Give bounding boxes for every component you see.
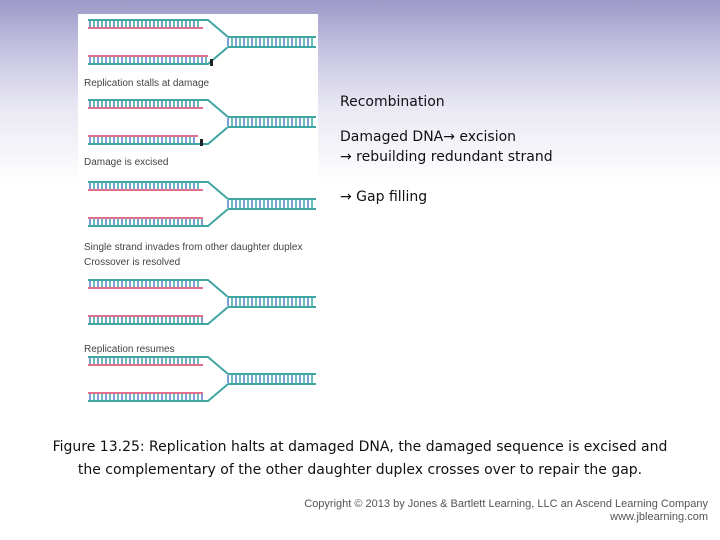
panel-stalls-damage-mark	[210, 59, 213, 66]
arrow-icon: →	[443, 129, 455, 145]
caption-stalls: Replication stalls at damage	[82, 78, 212, 89]
panel-stalls-upper-template	[88, 19, 229, 38]
note-rebuilding-text: rebuilding redundant strand	[351, 149, 553, 165]
panel-crossover-lower-template	[88, 306, 229, 325]
panel-resumes-upper-template	[88, 356, 229, 375]
copyright-line: Copyright © 2013 by Jones & Bartlett Lea…	[304, 498, 708, 510]
figure-caption: Figure 13.25: Replication halts at damag…	[20, 436, 700, 482]
note-recombination: Recombination	[340, 94, 445, 110]
caption-crossover: Crossover is resolved	[82, 257, 183, 268]
panel-excised-damage-mark	[200, 139, 203, 146]
figure-caption-line-2: the complementary of the other daughter …	[77, 462, 643, 478]
replication-figure: Replication stalls at damage Damage is e…	[78, 14, 318, 414]
note-excision-text: excision	[454, 129, 517, 145]
caption-invades: Single strand invades from other daughte…	[82, 242, 305, 253]
replication-diagram	[88, 19, 316, 402]
caption-excised: Damage is excised	[82, 157, 171, 168]
panel-excised-lower-template	[88, 126, 229, 145]
note-damaged-dna: Damaged DNA	[340, 129, 444, 145]
figure-caption-line-1: Figure 13.25: Replication halts at damag…	[52, 439, 668, 455]
note-rebuilding: → rebuilding redundant strand	[340, 147, 700, 167]
panel-crossover-upper-template	[88, 279, 229, 298]
panel-stalls-lower-template	[88, 46, 229, 65]
copyright-notice: Copyright © 2013 by Jones & Bartlett Lea…	[304, 498, 708, 524]
panel-resumes-lower-template	[88, 383, 229, 402]
publisher-url: www.jblearning.com	[610, 511, 708, 523]
note-excision: Damaged DNA→ excision	[340, 127, 700, 147]
notes-block: Recombination Damaged DNA→ excision → re…	[340, 92, 700, 207]
note-gap-filling-text: Gap filling	[351, 189, 428, 205]
panel-excised-upper-template	[88, 99, 229, 118]
panel-invades-upper-template	[88, 181, 229, 200]
panel-invades-lower-template	[88, 208, 229, 227]
note-gap-filling: → Gap filling	[340, 187, 700, 207]
arrow-icon: →	[340, 189, 352, 205]
arrow-icon: →	[340, 149, 352, 165]
caption-resumes: Replication resumes	[82, 344, 177, 355]
